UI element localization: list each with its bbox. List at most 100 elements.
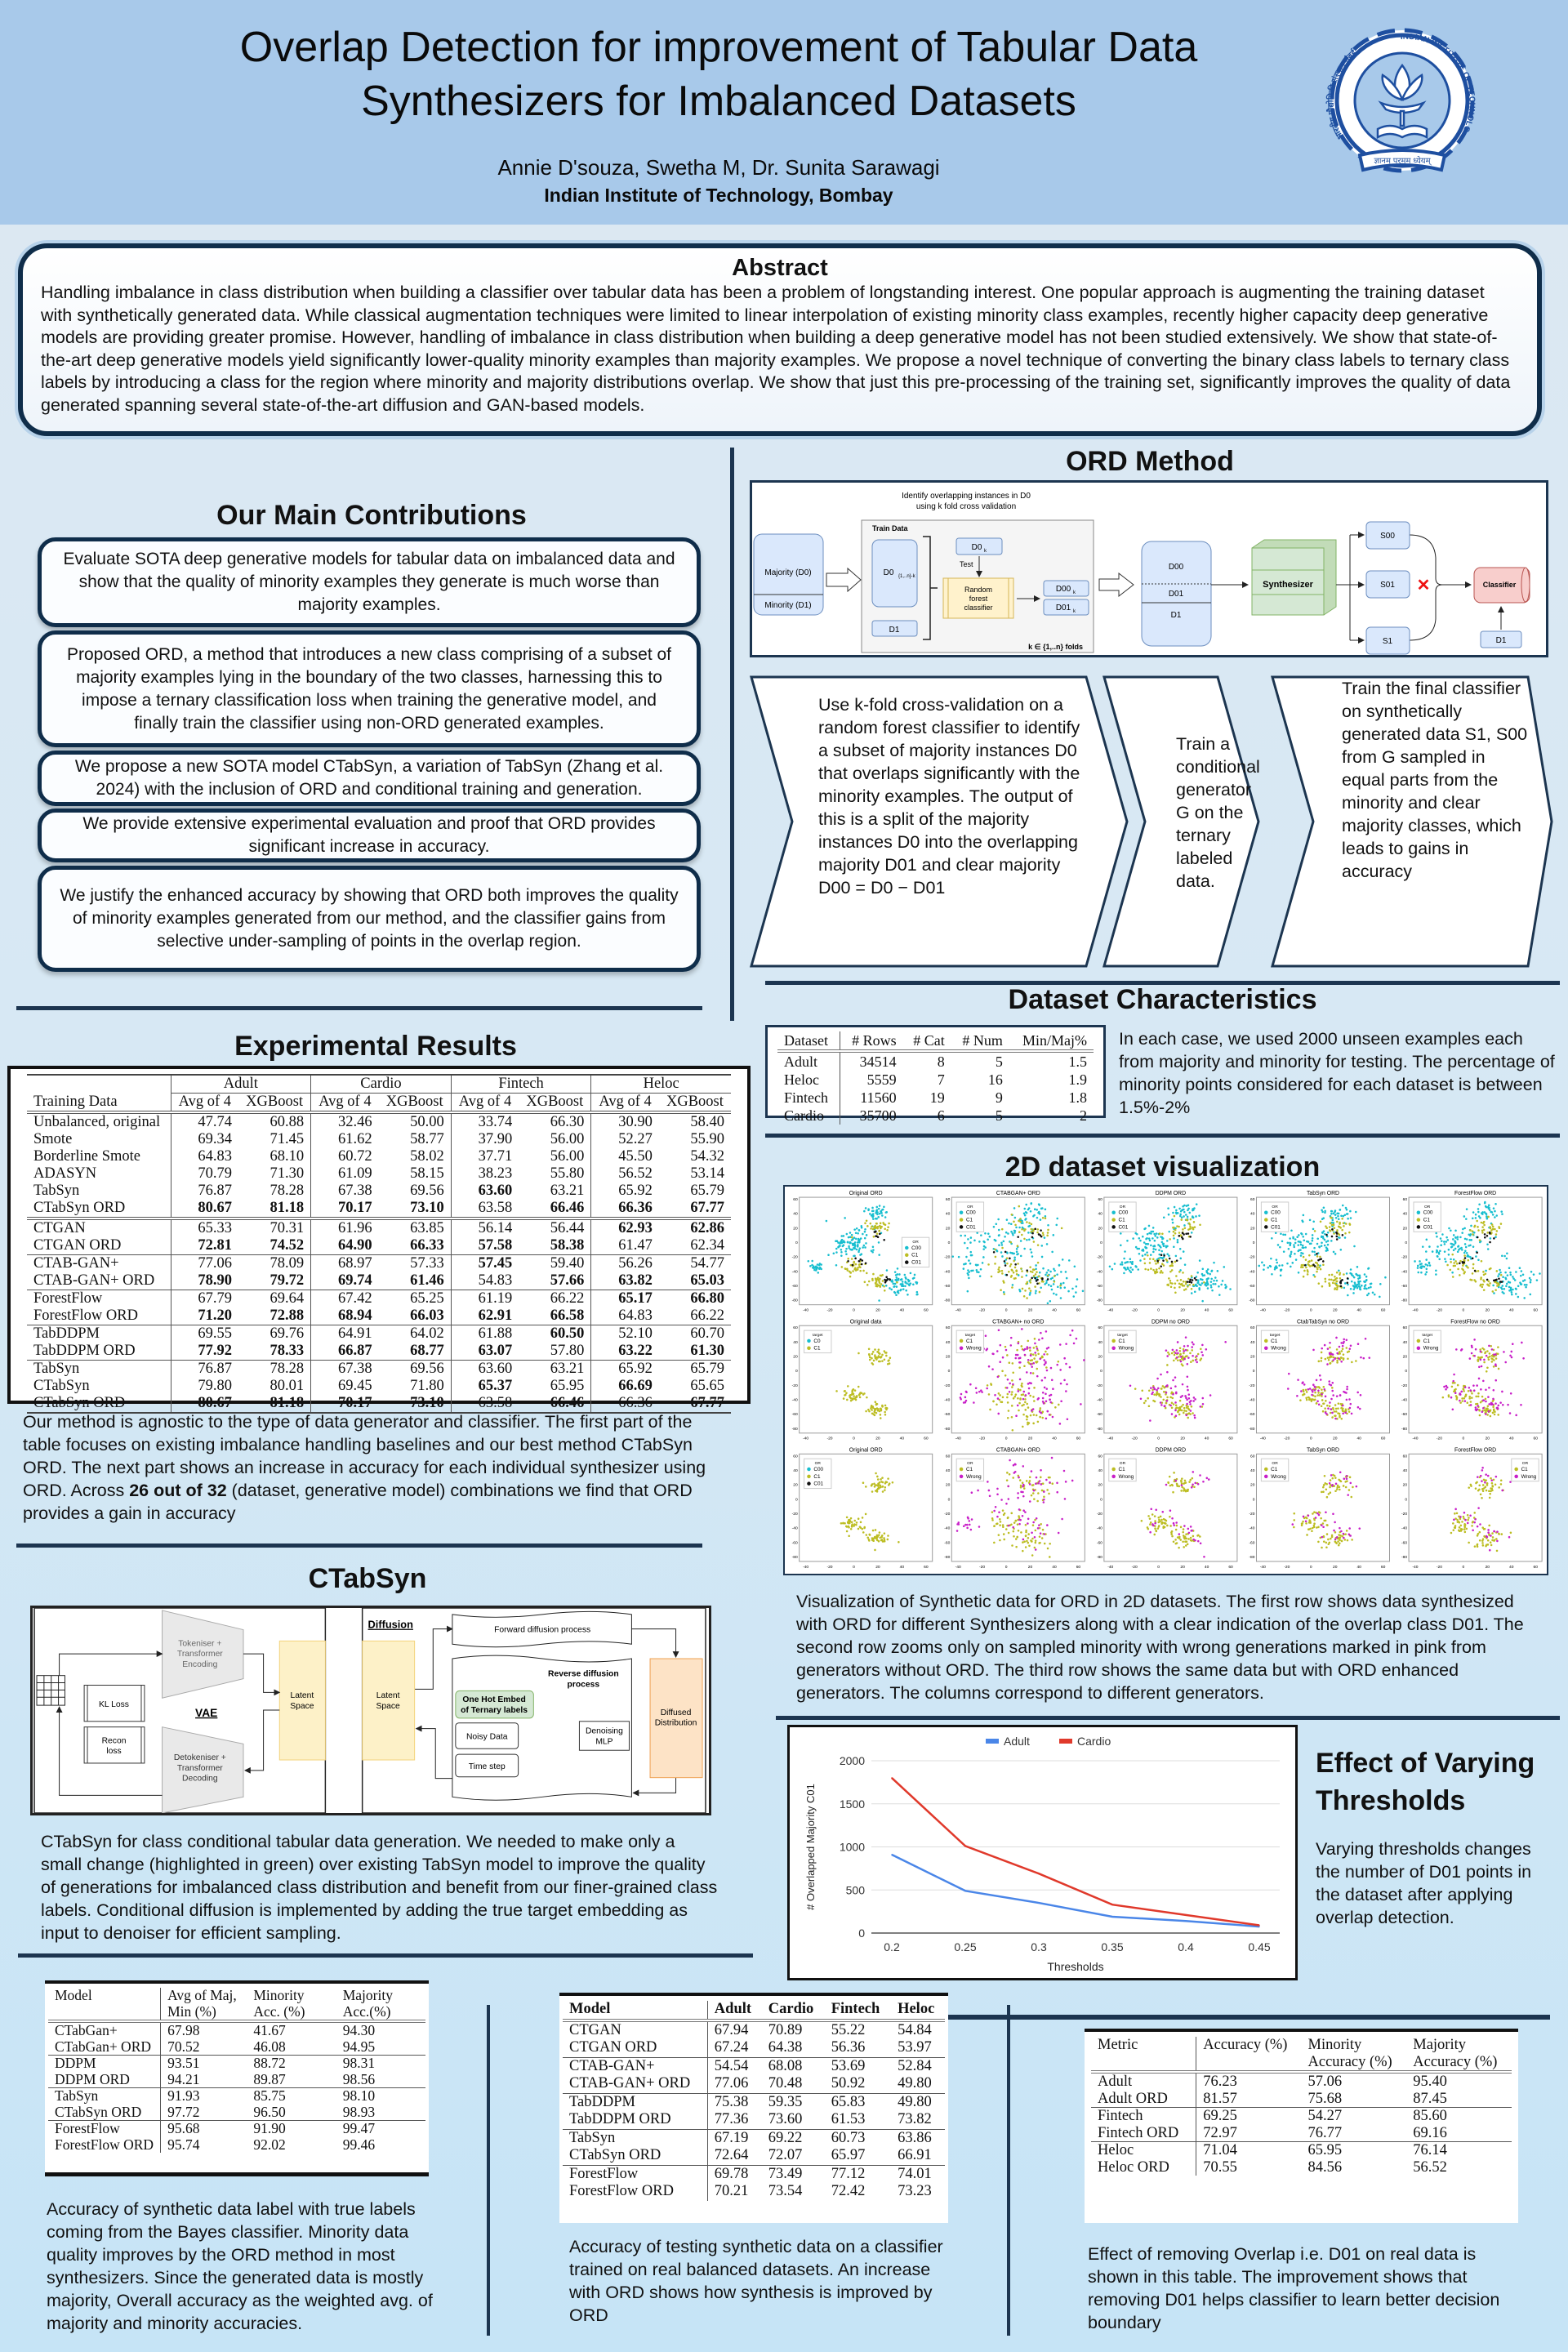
table-cell: 63.60 (451, 1360, 519, 1378)
table-cell: 63.58 (478, 1395, 513, 1411)
scatter-point-c00 (1321, 1241, 1323, 1245)
data-point (1185, 1914, 1187, 1916)
data-point (964, 1890, 966, 1892)
scatter-point-c00 (1477, 1210, 1480, 1214)
scatter-point-c00 (1525, 1285, 1527, 1289)
scatter-point-c00 (1334, 1216, 1338, 1219)
scatter-point-wrong (1509, 1481, 1512, 1483)
scatter-point-c1 (1491, 1411, 1494, 1414)
scatter-point-c1 (881, 1280, 884, 1282)
scatter-point-c00 (1344, 1282, 1347, 1285)
scatter-point-c00 (853, 1228, 856, 1231)
column-header: Avg of Maj, Min (%) (167, 1987, 237, 2020)
scatter-point-wrong (1471, 1346, 1473, 1349)
x-tick-label: -20 (979, 1308, 985, 1313)
scatter-point-c1 (1041, 1232, 1045, 1235)
column-header: Majority Acc.(%) (342, 1987, 393, 2020)
scatter-point-c00 (1454, 1229, 1457, 1232)
scatter-point-c1 (1319, 1220, 1322, 1223)
scatter-point-c1 (1155, 1263, 1157, 1265)
scatter-point-c1 (1485, 1489, 1488, 1492)
data-point (1038, 1902, 1040, 1904)
d0k-label: D0 (972, 543, 982, 552)
scatter-point-wrong (1040, 1483, 1043, 1486)
scatter-point-c00 (1359, 1280, 1361, 1283)
scatter-point-c00 (1303, 1239, 1306, 1241)
scatter-point-c1 (1336, 1488, 1339, 1490)
table-cell: 35700 (859, 1107, 897, 1124)
scatter-point-c1 (883, 1537, 885, 1539)
scatter-point-wrong (1038, 1480, 1041, 1482)
y-tick-label: 40 (1403, 1212, 1408, 1217)
legend-label: C00 (1271, 1210, 1281, 1216)
scatter-point-wrong (1036, 1374, 1039, 1378)
scatter-point-c1 (1010, 1512, 1013, 1515)
scatter-point-c00 (1126, 1266, 1129, 1269)
y-tick-label: -60 (1097, 1540, 1102, 1545)
scatter-point-c00 (869, 1213, 871, 1215)
scatter-point-c1 (1489, 1226, 1491, 1228)
table-cell: 85.60 (1406, 2107, 1512, 2125)
scatter-point-c01 (1316, 1253, 1318, 1255)
scatter-point-wrong (1325, 1511, 1327, 1514)
scatter-point-c01 (1004, 1264, 1007, 1267)
scatter-point-c00 (1155, 1232, 1158, 1235)
scatter-point-c1 (1188, 1223, 1192, 1226)
x-tick-label: -20 (1437, 1437, 1442, 1441)
scatter-point-c1 (1036, 1367, 1039, 1370)
scatter-point-c1 (1004, 1374, 1007, 1377)
scatter-point-c00 (863, 1236, 866, 1240)
scatter-point-c1 (857, 1517, 860, 1520)
scatter-point-c00 (1297, 1244, 1300, 1246)
scatter-point-c00 (1485, 1269, 1487, 1272)
scatter-point-c1 (879, 1417, 882, 1419)
scatter-point-c00 (1325, 1241, 1328, 1243)
scatter-point-c1 (1303, 1269, 1306, 1272)
scatter-point-c00 (1508, 1281, 1512, 1284)
vae-label: VAE (195, 1707, 217, 1719)
scatter-point-c1 (1016, 1348, 1018, 1352)
scatter-point-c1 (1014, 1519, 1018, 1522)
table-cell: 77.12 (824, 2164, 892, 2183)
scatter-point-c00 (1425, 1267, 1428, 1271)
scatter-point-c00 (911, 1277, 915, 1280)
scatter-point-wrong (1041, 1391, 1045, 1394)
scatter-point-c1 (849, 1396, 852, 1399)
scatter-point-c00 (890, 1288, 893, 1291)
scatter-point-c1 (881, 1486, 884, 1488)
scatter-point-c1 (1053, 1281, 1056, 1283)
scatter-point-c00 (825, 1219, 828, 1223)
scatter-point-wrong (1186, 1402, 1188, 1405)
scatter-point-c00 (1150, 1230, 1153, 1233)
scatter-point-c00 (1270, 1257, 1272, 1260)
table-cell: 77.06 (714, 2075, 749, 2091)
row-label: CTGAN (27, 1217, 172, 1237)
scatter-point-c00 (1209, 1281, 1213, 1283)
scatter-point-c1 (1039, 1415, 1041, 1419)
scatter-point-c1 (877, 1355, 880, 1357)
scatter-point-c00 (1201, 1267, 1205, 1271)
table-cell: 60.88 (238, 1111, 312, 1131)
scatter-point-c1 (1178, 1282, 1181, 1285)
legend-label: Wrong (1271, 1474, 1286, 1480)
y-tick-label: -20 (1097, 1255, 1102, 1260)
scatter-point-c01 (1040, 1229, 1042, 1232)
scatter-point-c00 (1196, 1279, 1200, 1281)
scatter-point-c1 (884, 1413, 887, 1416)
scatter-point-c00 (875, 1218, 878, 1220)
scatter-point-c01 (1182, 1237, 1184, 1241)
y-tick-label: 0 (1100, 1241, 1102, 1245)
scatter-point-c1 (1011, 1362, 1014, 1365)
scatter-point-c01 (1339, 1280, 1343, 1282)
scatter-point-c00 (1011, 1284, 1014, 1286)
legend-label: Wrong (1119, 1346, 1134, 1352)
viz-title: 2D dataset visualization (1004, 1152, 1321, 1183)
scatter-point-c1 (1320, 1517, 1322, 1520)
scatter-point-c1 (1020, 1393, 1023, 1396)
scatter-point-c1 (1491, 1536, 1494, 1539)
scatter-point-wrong (1184, 1336, 1187, 1339)
scatter-point-c00 (1215, 1279, 1218, 1282)
scatter-point-c1 (1482, 1528, 1486, 1530)
scatter-point-wrong (1480, 1365, 1483, 1368)
